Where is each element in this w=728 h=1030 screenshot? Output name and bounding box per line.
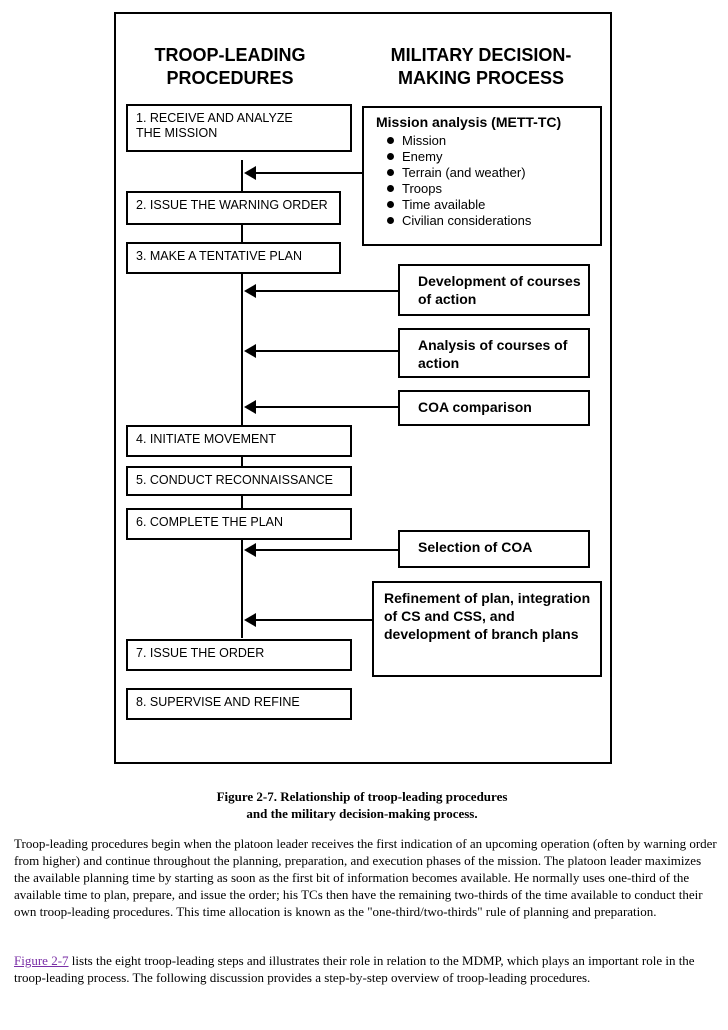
step-8-box: 8. SUPERVISE AND REFINE [126,688,352,720]
arrow-left-icon [244,400,256,414]
arrow-coa-comparison [244,400,398,414]
step-5-box: 5. CONDUCT RECONNAISSANCE [126,466,352,496]
paragraph-2: Figure 2-7 lists the eight troop-leading… [14,952,718,986]
step-6-box: 6. COMPLETE THE PLAN [126,508,352,540]
arrow-coa-analysis [244,344,398,358]
caption-line-2: and the military decision-making process… [246,806,478,821]
arrow-left-icon [244,543,256,557]
coa-selection-box: Selection of COA [398,530,590,568]
arrow-mission-analysis [244,166,362,180]
coa-comparison-box: COA comparison [398,390,590,426]
list-item: Enemy [387,149,600,165]
mission-analysis-box: Mission analysis (METT-TC) Mission Enemy… [362,106,602,246]
arrow-left-icon [244,344,256,358]
figure-caption: Figure 2-7. Relationship of troop-leadin… [150,788,574,822]
list-item: Time available [387,197,600,213]
list-item: Mission [387,133,600,149]
arrow-plan-refinement [244,613,372,627]
plan-refinement-box: Refinement of plan, integration of CS an… [372,581,602,677]
step-7-box: 7. ISSUE THE ORDER [126,639,352,671]
step-4-box: 4. INITIATE MOVEMENT [126,425,352,457]
coa-development-box: Development of courses of action [398,264,590,316]
mission-analysis-title: Mission analysis (METT-TC) [376,114,562,130]
paragraph-2-text: lists the eight troop-leading steps and … [14,953,695,985]
list-item: Troops [387,181,600,197]
timeline-connector [241,160,243,638]
figure-2-7-link[interactable]: Figure 2-7 [14,953,69,968]
mission-analysis-list: Mission Enemy Terrain (and weather) Troo… [364,133,600,229]
step-3-box: 3. MAKE A TENTATIVE PLAN [126,242,341,274]
arrow-coa-selection [244,543,398,557]
arrow-coa-development [244,284,398,298]
arrow-left-icon [244,166,256,180]
caption-line-1: Figure 2-7. Relationship of troop-leadin… [216,789,508,804]
header-troop-leading: TROOP-LEADING PROCEDURES [154,45,306,88]
header-mdmp: MILITARY DECISION-MAKING PROCESS [390,45,572,88]
list-item: Civilian considerations [387,213,600,229]
coa-analysis-box: Analysis of courses of action [398,328,590,378]
arrow-left-icon [244,284,256,298]
step-1-box: 1. RECEIVE AND ANALYZE THE MISSION [126,104,352,152]
step-2-box: 2. ISSUE THE WARNING ORDER [126,191,341,225]
list-item: Terrain (and weather) [387,165,600,181]
arrow-left-icon [244,613,256,627]
paragraph-1: Troop-leading procedures begin when the … [14,836,717,919]
